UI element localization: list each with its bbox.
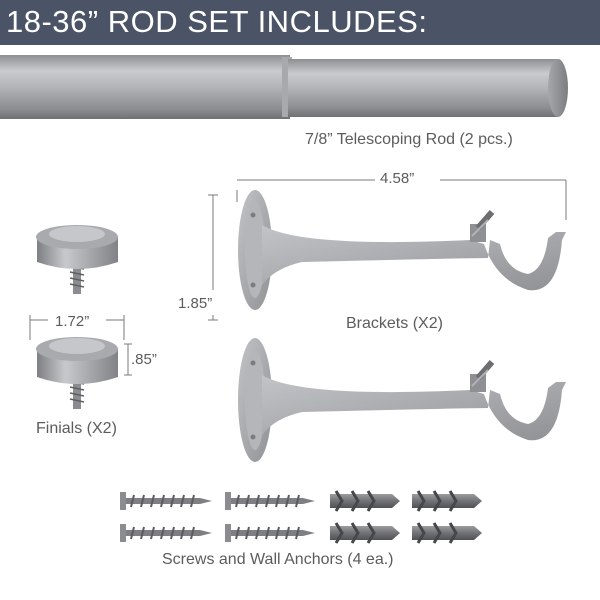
telescoping-rod bbox=[0, 55, 568, 119]
bracket-icon bbox=[238, 190, 566, 310]
finial-icon bbox=[36, 337, 118, 409]
wall-anchor-icon bbox=[330, 490, 400, 512]
rod-caption: 7/8” Telescoping Rod (2 pcs.) bbox=[305, 131, 513, 148]
finial-height-dimension: .85” bbox=[131, 351, 157, 368]
bracket-icon bbox=[238, 338, 566, 462]
finials-caption: Finials (X2) bbox=[36, 420, 117, 437]
screw-icon bbox=[225, 492, 315, 510]
header-banner: 18-36” ROD SET INCLUDES: bbox=[0, 0, 600, 45]
wall-anchor-icon bbox=[330, 522, 400, 544]
bracket-height-dimension: 1.85” bbox=[178, 295, 213, 312]
wall-anchor-icon bbox=[412, 490, 482, 512]
screw-icon bbox=[120, 492, 212, 510]
finial-width-dimension: 1.72” bbox=[55, 313, 90, 330]
bracket-dimension-lines bbox=[208, 179, 567, 321]
finial-dimension-lines bbox=[29, 315, 132, 376]
header-title: 18-36” ROD SET INCLUDES: bbox=[6, 4, 428, 39]
screw-icon bbox=[225, 524, 315, 542]
brackets-caption: Brackets (X2) bbox=[346, 315, 443, 332]
bracket-width-dimension: 4.58” bbox=[380, 170, 415, 187]
screw-icon bbox=[120, 524, 212, 542]
wall-anchor-icon bbox=[412, 522, 482, 544]
hardware-caption: Screws and Wall Anchors (4 ea.) bbox=[162, 551, 394, 568]
finial-icon bbox=[36, 225, 118, 294]
